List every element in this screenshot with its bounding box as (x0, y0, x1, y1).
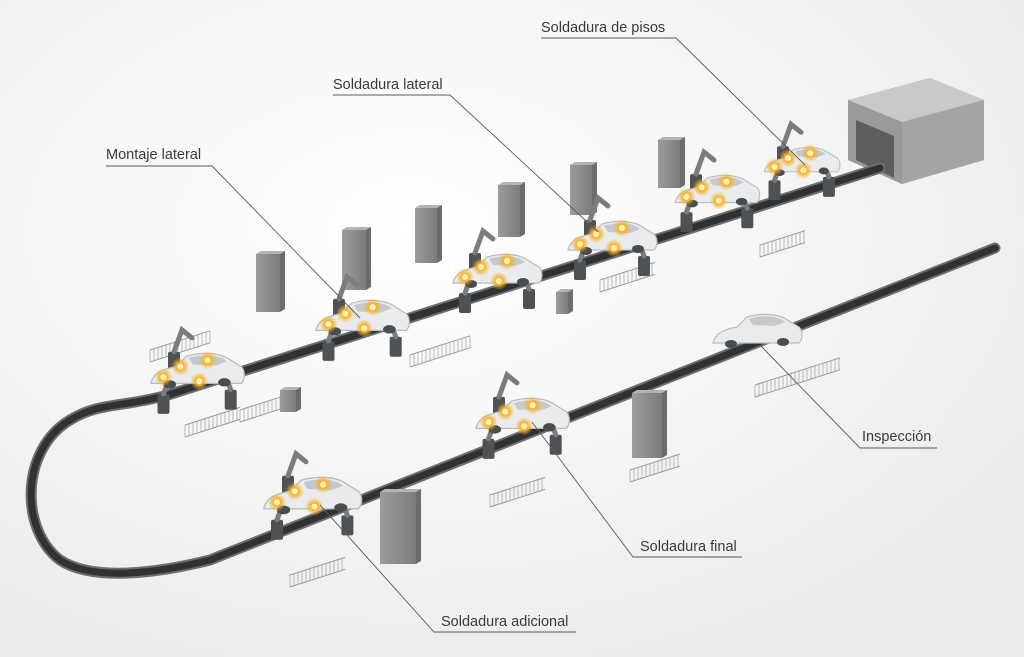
welding-station (763, 120, 841, 201)
fence (629, 453, 681, 483)
welding-station (712, 313, 803, 348)
weld-spark-icon (709, 191, 728, 210)
control-cabinet-icon (632, 390, 667, 458)
weld-spark-icon (171, 357, 190, 376)
welding-station (315, 272, 410, 361)
weld-spark-icon (587, 225, 605, 243)
welding-stations (150, 120, 841, 540)
control-cabinets (256, 137, 685, 564)
label-side-assembly: Montaje lateral (106, 147, 202, 163)
weld-spark-icon (319, 315, 338, 334)
fence (409, 335, 471, 368)
welding-station (150, 325, 245, 414)
control-cabinet-icon (380, 489, 421, 564)
leader-line (531, 421, 742, 558)
leader-line (319, 504, 576, 633)
weld-spark-icon (692, 178, 711, 197)
weld-spark-icon (285, 482, 304, 501)
weld-spark-icon (765, 157, 784, 176)
weld-spark-icon (336, 304, 355, 323)
fence (489, 476, 546, 508)
welding-station (567, 193, 658, 280)
weld-spark-icon (515, 417, 534, 436)
fence (184, 406, 241, 438)
label-floor-welding: Soldadura de pisos (541, 20, 666, 36)
weld-spark-icon (571, 235, 589, 253)
weld-spark-icon (190, 372, 209, 391)
weld-spark-icon (479, 413, 498, 432)
weld-spark-icon (613, 219, 631, 237)
fence (759, 230, 806, 258)
control-cabinet-icon (498, 182, 525, 237)
welding-station (452, 226, 543, 313)
car-icon (712, 313, 803, 348)
weld-spark-icon (472, 258, 490, 276)
inspection-booth-icon (848, 78, 984, 184)
welding-station (475, 370, 570, 459)
safety-fences (149, 230, 841, 588)
leader-line (333, 94, 599, 233)
welding-station (262, 449, 363, 540)
leader-lines (106, 37, 937, 633)
control-cabinet-icon (658, 137, 685, 188)
weld-spark-icon (779, 149, 798, 168)
weld-spark-icon (496, 402, 515, 421)
conveyor-track (25, 162, 1001, 579)
fence (289, 556, 346, 588)
control-cabinet-icon (256, 251, 285, 312)
weld-spark-icon (355, 319, 374, 338)
control-cabinet-icon (556, 289, 573, 314)
label-final-welding: Soldadura final (640, 539, 737, 555)
weld-spark-icon (523, 396, 542, 415)
label-inspection: Inspección (862, 429, 932, 445)
leader-line (541, 37, 806, 166)
welding-station (674, 147, 761, 233)
weld-spark-icon (498, 252, 516, 270)
weld-spark-icon (363, 298, 382, 317)
leader-line (106, 165, 361, 319)
label-additional-welding: Soldadura adicional (441, 614, 569, 630)
weld-spark-icon (605, 239, 623, 257)
weld-spark-icon (717, 172, 736, 191)
weld-spark-icon (314, 475, 333, 494)
weld-spark-icon (268, 493, 286, 512)
weld-spark-icon (198, 351, 217, 370)
control-cabinet-icon (415, 205, 442, 263)
label-side-welding: Soldadura lateral (333, 77, 443, 93)
weld-spark-icon (801, 144, 820, 163)
weld-spark-icon (456, 268, 474, 286)
leader-line (759, 344, 937, 449)
weld-spark-icon (154, 368, 173, 387)
weld-spark-icon (677, 187, 696, 206)
weld-spark-icon (305, 497, 324, 516)
weld-spark-icon (794, 161, 813, 180)
control-cabinet-icon (280, 387, 301, 412)
weld-spark-icon (490, 272, 508, 290)
